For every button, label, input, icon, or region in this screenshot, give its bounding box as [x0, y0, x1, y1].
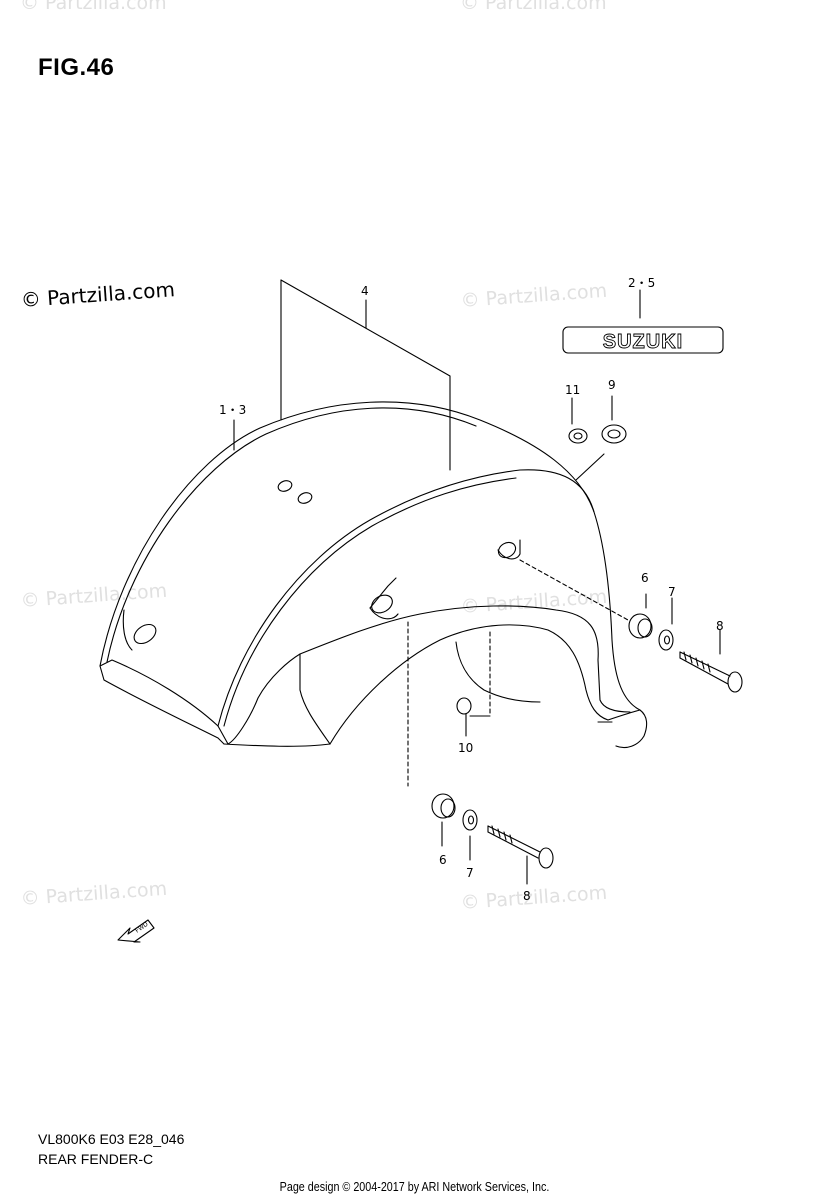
washer-7-lower [462, 809, 478, 831]
grommet-11 [568, 428, 588, 444]
callout-10: 10 [458, 741, 474, 755]
callout-6-upper: 6 [641, 571, 649, 585]
figure-title: FIG.46 [38, 54, 115, 81]
bolt-8-upper [679, 651, 743, 693]
callout-1-3: 1・3 [219, 403, 247, 417]
watermark: © Partzilla.com [460, 0, 607, 14]
callout-9: 9 [608, 378, 616, 392]
bolt-8-lower [487, 825, 554, 869]
callout-8-lower: 8 [523, 889, 531, 903]
emblem-text: SUZUKI [603, 331, 683, 353]
callout-2-5: 2・5 [628, 276, 656, 290]
fwd-arrow-icon [117, 919, 155, 943]
nut-10 [456, 697, 472, 715]
callout-7-upper: 7 [668, 585, 676, 599]
suzuki-emblem [562, 326, 724, 354]
callout-11: 11 [565, 383, 581, 397]
callout-4: 4 [361, 284, 369, 298]
spacer-6-lower [431, 793, 456, 819]
section-name: REAR FENDER-C [38, 1151, 154, 1167]
washer-7-upper [658, 629, 674, 651]
grommet-9 [601, 424, 627, 444]
rear-fender [99, 401, 648, 749]
watermark: © Partzilla.com [20, 0, 167, 14]
page-credit: Page design © 2004-2017 by ARI Network S… [279, 1180, 550, 1194]
model-code: VL800K6 E03 E28_046 [38, 1131, 185, 1147]
callout-6-lower: 6 [439, 853, 447, 867]
callout-8-upper: 8 [716, 619, 724, 633]
spacer-6-upper [628, 613, 653, 639]
callout-7-lower: 7 [466, 866, 474, 880]
